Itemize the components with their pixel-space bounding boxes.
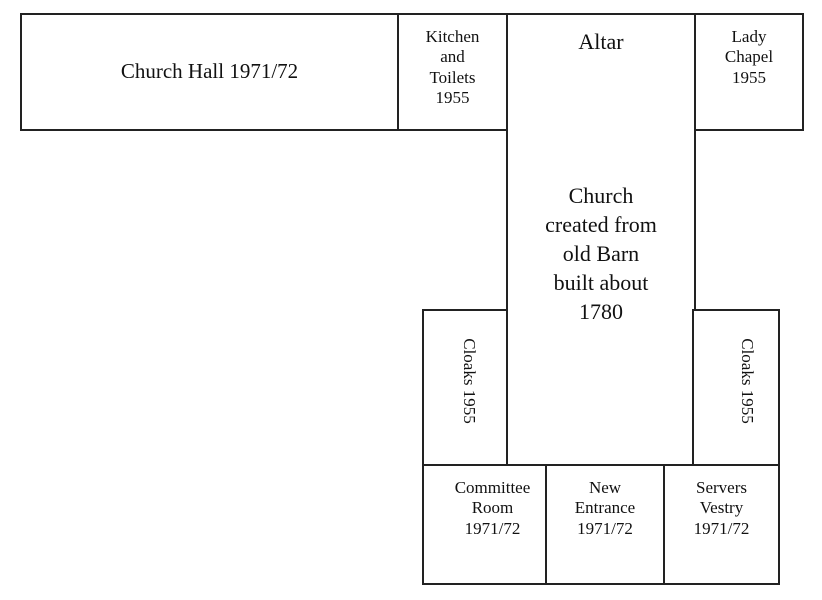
cloaks-right-label: Cloaks 1955	[738, 338, 757, 424]
church-label: Church created from old Barn built about…	[545, 183, 657, 324]
kitchen-and-toilets: Kitchen and Toilets 1955	[397, 13, 508, 131]
cloaks-left-label: Cloaks 1955	[460, 338, 479, 424]
servers-vestry: Servers Vestry 1971/72	[663, 464, 780, 585]
committee-room: Committee Room 1971/72	[422, 464, 547, 585]
servers-vestry-label: Servers Vestry 1971/72	[693, 478, 750, 538]
lady-chapel-label: Lady Chapel 1955	[724, 27, 774, 87]
kitchen-label: Kitchen and Toilets 1955	[425, 27, 480, 108]
altar-label: Altar	[578, 29, 624, 54]
church-hall-label: Church Hall 1971/72	[120, 59, 299, 83]
church-hall: Church Hall 1971/72	[20, 13, 399, 131]
cloaks-left: Cloaks 1955	[422, 309, 508, 466]
committee-room-label: Committee Room 1971/72	[454, 478, 531, 538]
cloaks-right: Cloaks 1955	[692, 309, 780, 466]
church-nave: Altar Church created from old Barn built…	[506, 13, 696, 466]
new-entrance: New Entrance 1971/72	[545, 464, 665, 585]
lady-chapel: Lady Chapel 1955	[694, 13, 804, 131]
new-entrance-label: New Entrance 1971/72	[574, 478, 636, 538]
